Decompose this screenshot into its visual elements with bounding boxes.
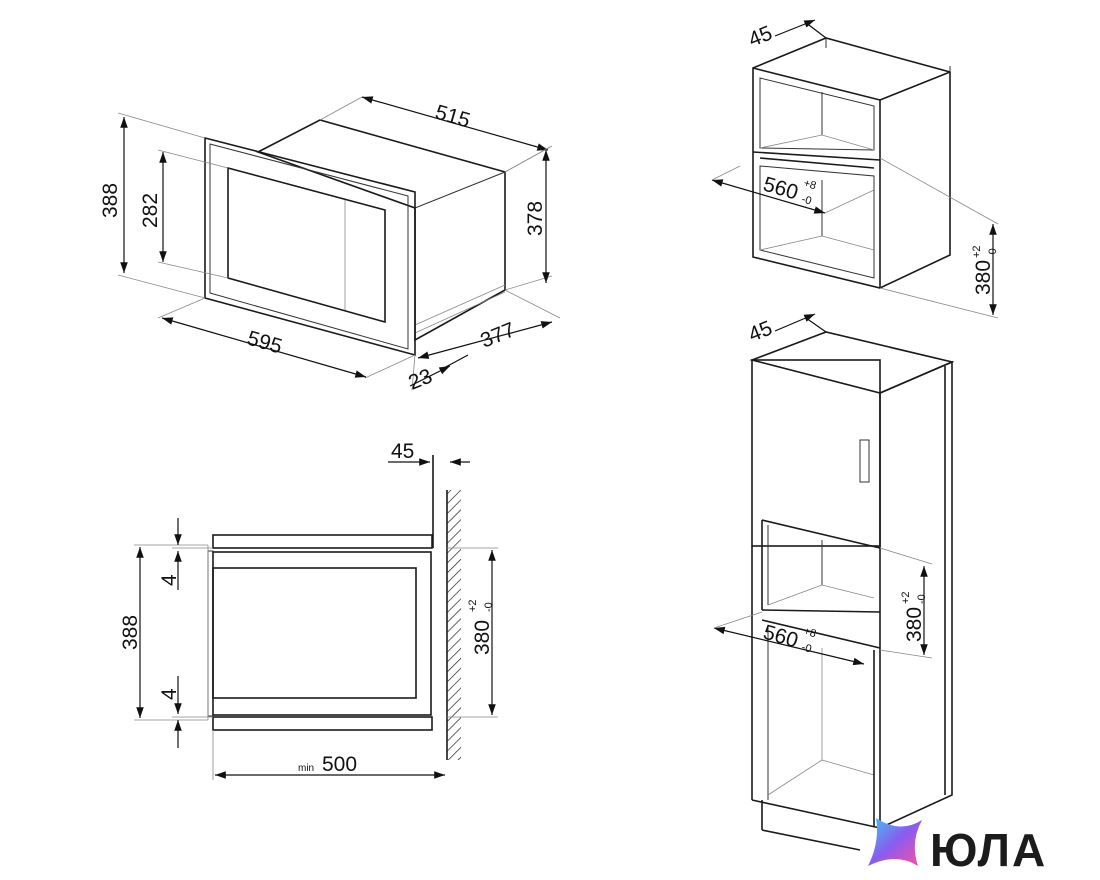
svg-text:+2: +2 <box>900 591 912 604</box>
svg-text:-0: -0 <box>987 248 999 258</box>
svg-text:+8: +8 <box>802 177 817 192</box>
svg-text:-0: -0 <box>800 193 813 207</box>
sec-dim-depth-500: 500 <box>322 753 357 776</box>
dim-width-595: 595 <box>245 327 285 359</box>
dim-height-388: 388 <box>99 183 122 218</box>
sec-dim-bottom-4: 4 <box>158 688 181 700</box>
tall-dim-height-380: 380 <box>903 607 926 642</box>
dim-body-378: 378 <box>524 201 547 236</box>
sec-dim-top-4: 4 <box>158 574 181 586</box>
microwave-window <box>227 166 386 324</box>
svg-text:+2: +2 <box>467 599 479 612</box>
sec-dim-gap-45: 45 <box>391 440 414 463</box>
svg-text:+2: +2 <box>971 245 983 258</box>
wall-cabinet-view: 45 560 +8 -0 380 +2 -0 <box>711 19 999 319</box>
dim-depth-377: 377 <box>477 318 518 352</box>
yula-logo-icon <box>868 818 922 866</box>
yula-wordmark: ЮЛА <box>930 824 1047 876</box>
dim-window-282: 282 <box>139 193 162 228</box>
yula-watermark: ЮЛА <box>868 818 1047 876</box>
svg-text:-0: -0 <box>800 641 813 655</box>
svg-text:+8: +8 <box>802 625 817 640</box>
dim-depth-515: 515 <box>433 101 473 133</box>
cab-dim-gap-45: 45 <box>745 22 775 52</box>
svg-text:-0: -0 <box>483 602 495 612</box>
tall-dim-width-560: 560 <box>761 621 801 653</box>
microwave-body-outline <box>255 119 506 342</box>
tall-cabinet-top <box>749 331 955 394</box>
microwave-perspective-view: 515 388 282 378 595 377 23 <box>99 96 561 395</box>
sec-dim-height-380: 380 <box>471 620 494 655</box>
door-handle <box>859 439 870 483</box>
cab-dim-height-380: 380 <box>972 260 995 295</box>
sec-dim-min-label: min <box>298 763 314 774</box>
tall-dim-gap-45: 45 <box>745 317 775 347</box>
dim-frame-23: 23 <box>405 365 435 395</box>
sec-dim-height-388: 388 <box>119 615 142 650</box>
tall-cabinet-view: 45 560 +8 -0 380 +2 -0 <box>713 313 955 851</box>
side-section-view: 45 388 4 4 380 +2 -0 min 500 <box>119 440 498 780</box>
svg-text:-0: -0 <box>916 594 928 604</box>
cab-dim-width-560: 560 <box>761 173 801 205</box>
